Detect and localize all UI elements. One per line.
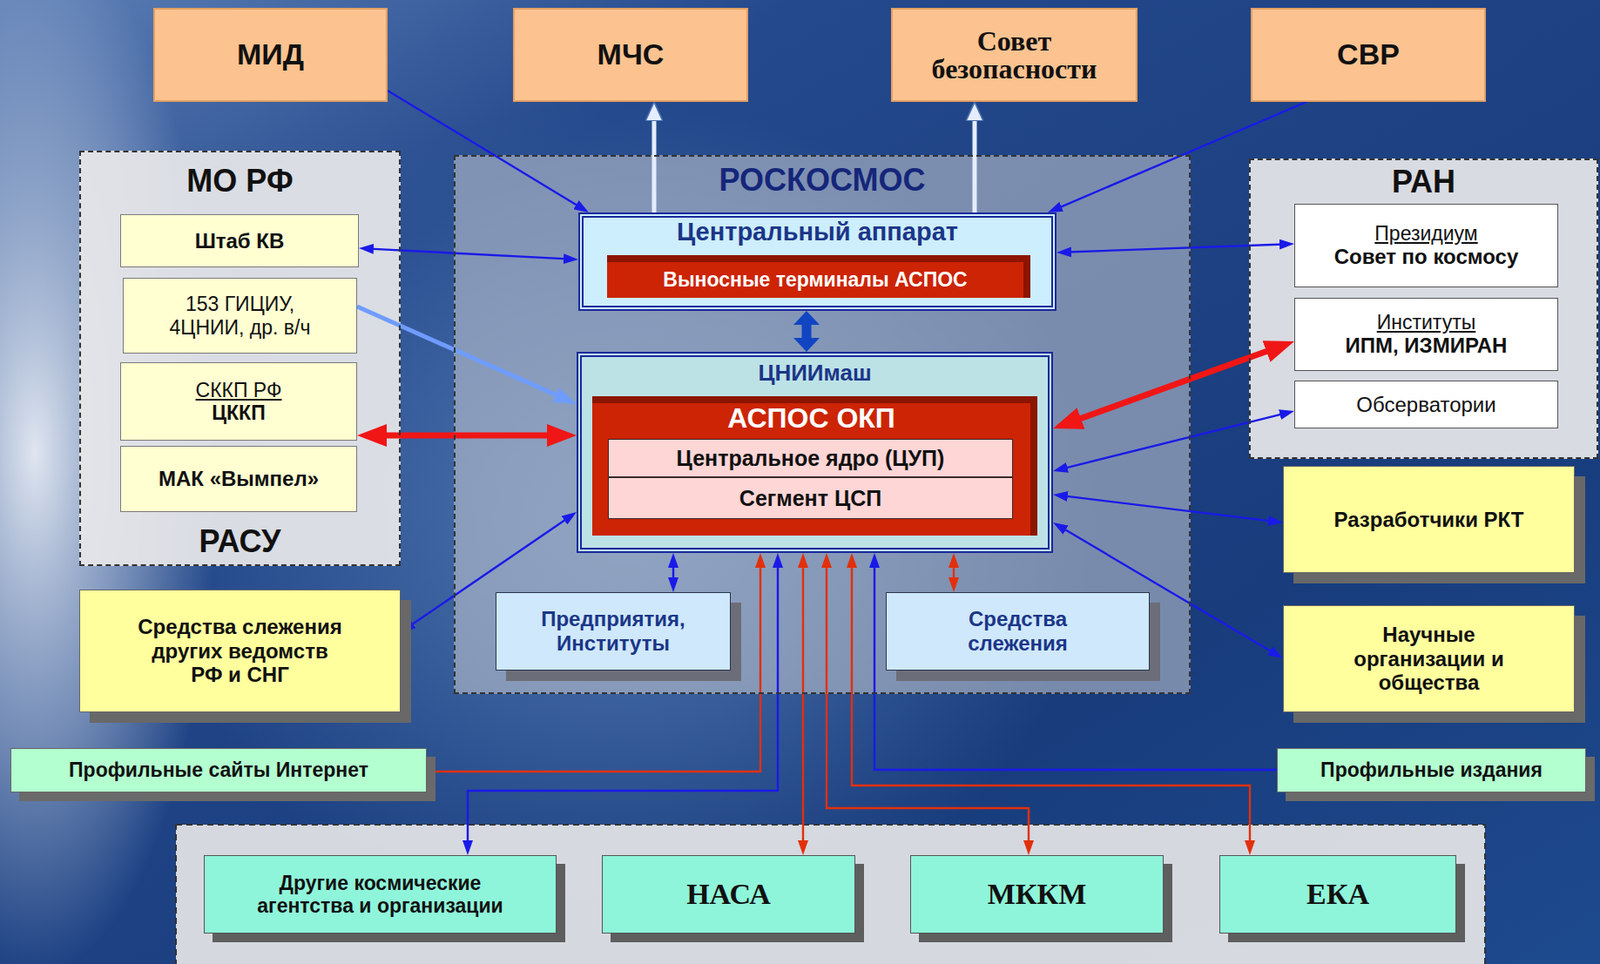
node-label: Другие космические агентства и организац…: [232, 871, 529, 919]
connector-arrow: [1063, 413, 1285, 469]
source-box: Профильные издания: [1276, 748, 1587, 793]
connector-arrow: [874, 563, 1277, 770]
node-label: 153 ГИЦИУ, 4ЦНИИ, др. в/ч: [157, 292, 324, 339]
connector-arrow: [426, 563, 761, 772]
connector-arrow: [972, 114, 978, 213]
node-label: МККМ: [987, 877, 1087, 912]
node-label: СККП РФ: [195, 378, 283, 402]
node-label: МИД: [236, 37, 304, 72]
unit-box: СККП РФЦККП: [120, 362, 358, 441]
agency-box: НАСА: [601, 855, 856, 934]
connector-arrow: [802, 563, 804, 845]
node-label: НАСА: [686, 877, 771, 912]
panel-heading: РАН: [1391, 163, 1456, 200]
node-label: Президиум: [1374, 222, 1478, 245]
node-label: МЧС: [597, 37, 665, 72]
segment-box: Сегмент ЦСП: [607, 477, 1013, 520]
agency-box: ЕКА: [1219, 855, 1457, 934]
partner-box: Научные организации и общества: [1282, 605, 1575, 713]
institute-box: ЦНИИмашАСПОС ОКП Центральное ядро (ЦУП) Се…: [576, 351, 1054, 554]
node-label: Средства слежения: [931, 607, 1106, 655]
panel-heading: ЦНИИмаш: [757, 360, 871, 387]
unit-box: Обсерватории: [1294, 380, 1559, 429]
agency-box: МККМ: [910, 855, 1164, 934]
panel-heading: РОСКОСМОС: [718, 162, 925, 198]
agency-panel: РОСКОСМОС Центральный аппаратВыносные тер…: [453, 155, 1191, 695]
org-box: Средства слежения: [885, 592, 1150, 671]
connector-arrow: [1063, 495, 1273, 521]
panel-fill: [79, 150, 401, 567]
office-box: Центральный аппаратВыносные терминалы АС…: [578, 212, 1057, 311]
node-label: ЕКА: [1306, 877, 1370, 912]
connector-arrow: [952, 563, 955, 582]
node-label: Сегмент ЦСП: [739, 486, 882, 512]
connector-arrow: [1072, 348, 1275, 422]
terminal-box: Выносные терминалы АСПОС: [607, 255, 1031, 298]
ministry-panel: МО РФ РАСУ Штаб КВ 153 ГИЦИУ, 4ЦНИИ, др. в/…: [79, 150, 401, 567]
connector-arrow: [378, 432, 556, 439]
panel-heading: Центральный аппарат: [676, 217, 959, 247]
panel-heading: МО РФ: [186, 162, 293, 199]
academy-panel: РАНПрезидиумСовет по космосуИнститутыИПМ…: [1248, 158, 1599, 460]
node-label: Профильные сайты Интернет: [68, 758, 369, 782]
node-label: Обсерватории: [1356, 392, 1496, 418]
agency-box: МЧС: [513, 7, 749, 102]
node-label: Разработчики РКТ: [1334, 507, 1525, 533]
agency-box: СВР: [1250, 7, 1486, 102]
source-box: Профильные сайты Интернет: [10, 748, 427, 793]
connector-arrow: [1066, 243, 1284, 252]
connector-arrow: [652, 114, 657, 213]
bottom-panel: [175, 824, 1486, 964]
node-label: ИПМ, ИЗМИРАН: [1345, 333, 1508, 358]
node-label: Совет безопасности: [910, 27, 1120, 83]
node-label: Предприятия, Институты: [517, 607, 709, 655]
node-label: РАСУ: [199, 523, 282, 560]
node-label: Средства слежения других ведомств РФ и С…: [135, 614, 345, 688]
agency-box: МИД: [153, 7, 388, 102]
panel-heading: АСПОС ОКП: [727, 403, 896, 434]
org-box: Предприятия, Институты: [495, 592, 731, 671]
unit-box: МАК «Вымпел»: [120, 445, 358, 513]
partner-box: Средства слежения других ведомств РФ и С…: [79, 589, 401, 713]
node-label: МАК «Вымпел»: [158, 466, 319, 492]
node-label: Штаб КВ: [195, 229, 285, 254]
node-label: Выносные терминалы АСПОС: [662, 268, 967, 291]
connector-arrow: [672, 563, 675, 582]
unit-box: ПрезидиумСовет по космосу: [1294, 203, 1559, 288]
segment-box: Центральное ядро (ЦУП): [607, 438, 1013, 478]
panel-fill: [453, 155, 1191, 695]
connector-arrow: [467, 563, 778, 845]
unit-box: ИнститутыИПМ, ИЗМИРАН: [1294, 297, 1559, 372]
node-label: Институты: [1377, 310, 1476, 334]
connector-arrow: [357, 306, 562, 399]
panel-fill: [1248, 158, 1599, 460]
agency-box: Совет безопасности: [891, 7, 1138, 102]
node-label: ЦККП: [211, 401, 265, 425]
node-label: Совет по космосу: [1334, 244, 1519, 270]
node-label: Центральное ядро (ЦУП): [676, 445, 946, 472]
connectors: [357, 90, 1307, 845]
partner-box: Разработчики РКТ: [1282, 465, 1575, 574]
agency-box: Другие космические агентства и организац…: [203, 855, 557, 934]
connector-arrow: [802, 320, 812, 343]
unit-box: Штаб КВ: [120, 214, 359, 268]
node-label: Профильные издания: [1320, 758, 1543, 782]
unit-box: 153 ГИЦИУ, 4ЦНИИ, др. в/ч: [122, 277, 358, 354]
system-box: АСПОС ОКП Центральное ядро (ЦУП) Сегмент Ц…: [592, 396, 1038, 536]
connector-arrow: [387, 90, 581, 208]
node-label: СВР: [1336, 37, 1400, 72]
node-label: Научные организации и общества: [1337, 622, 1521, 696]
